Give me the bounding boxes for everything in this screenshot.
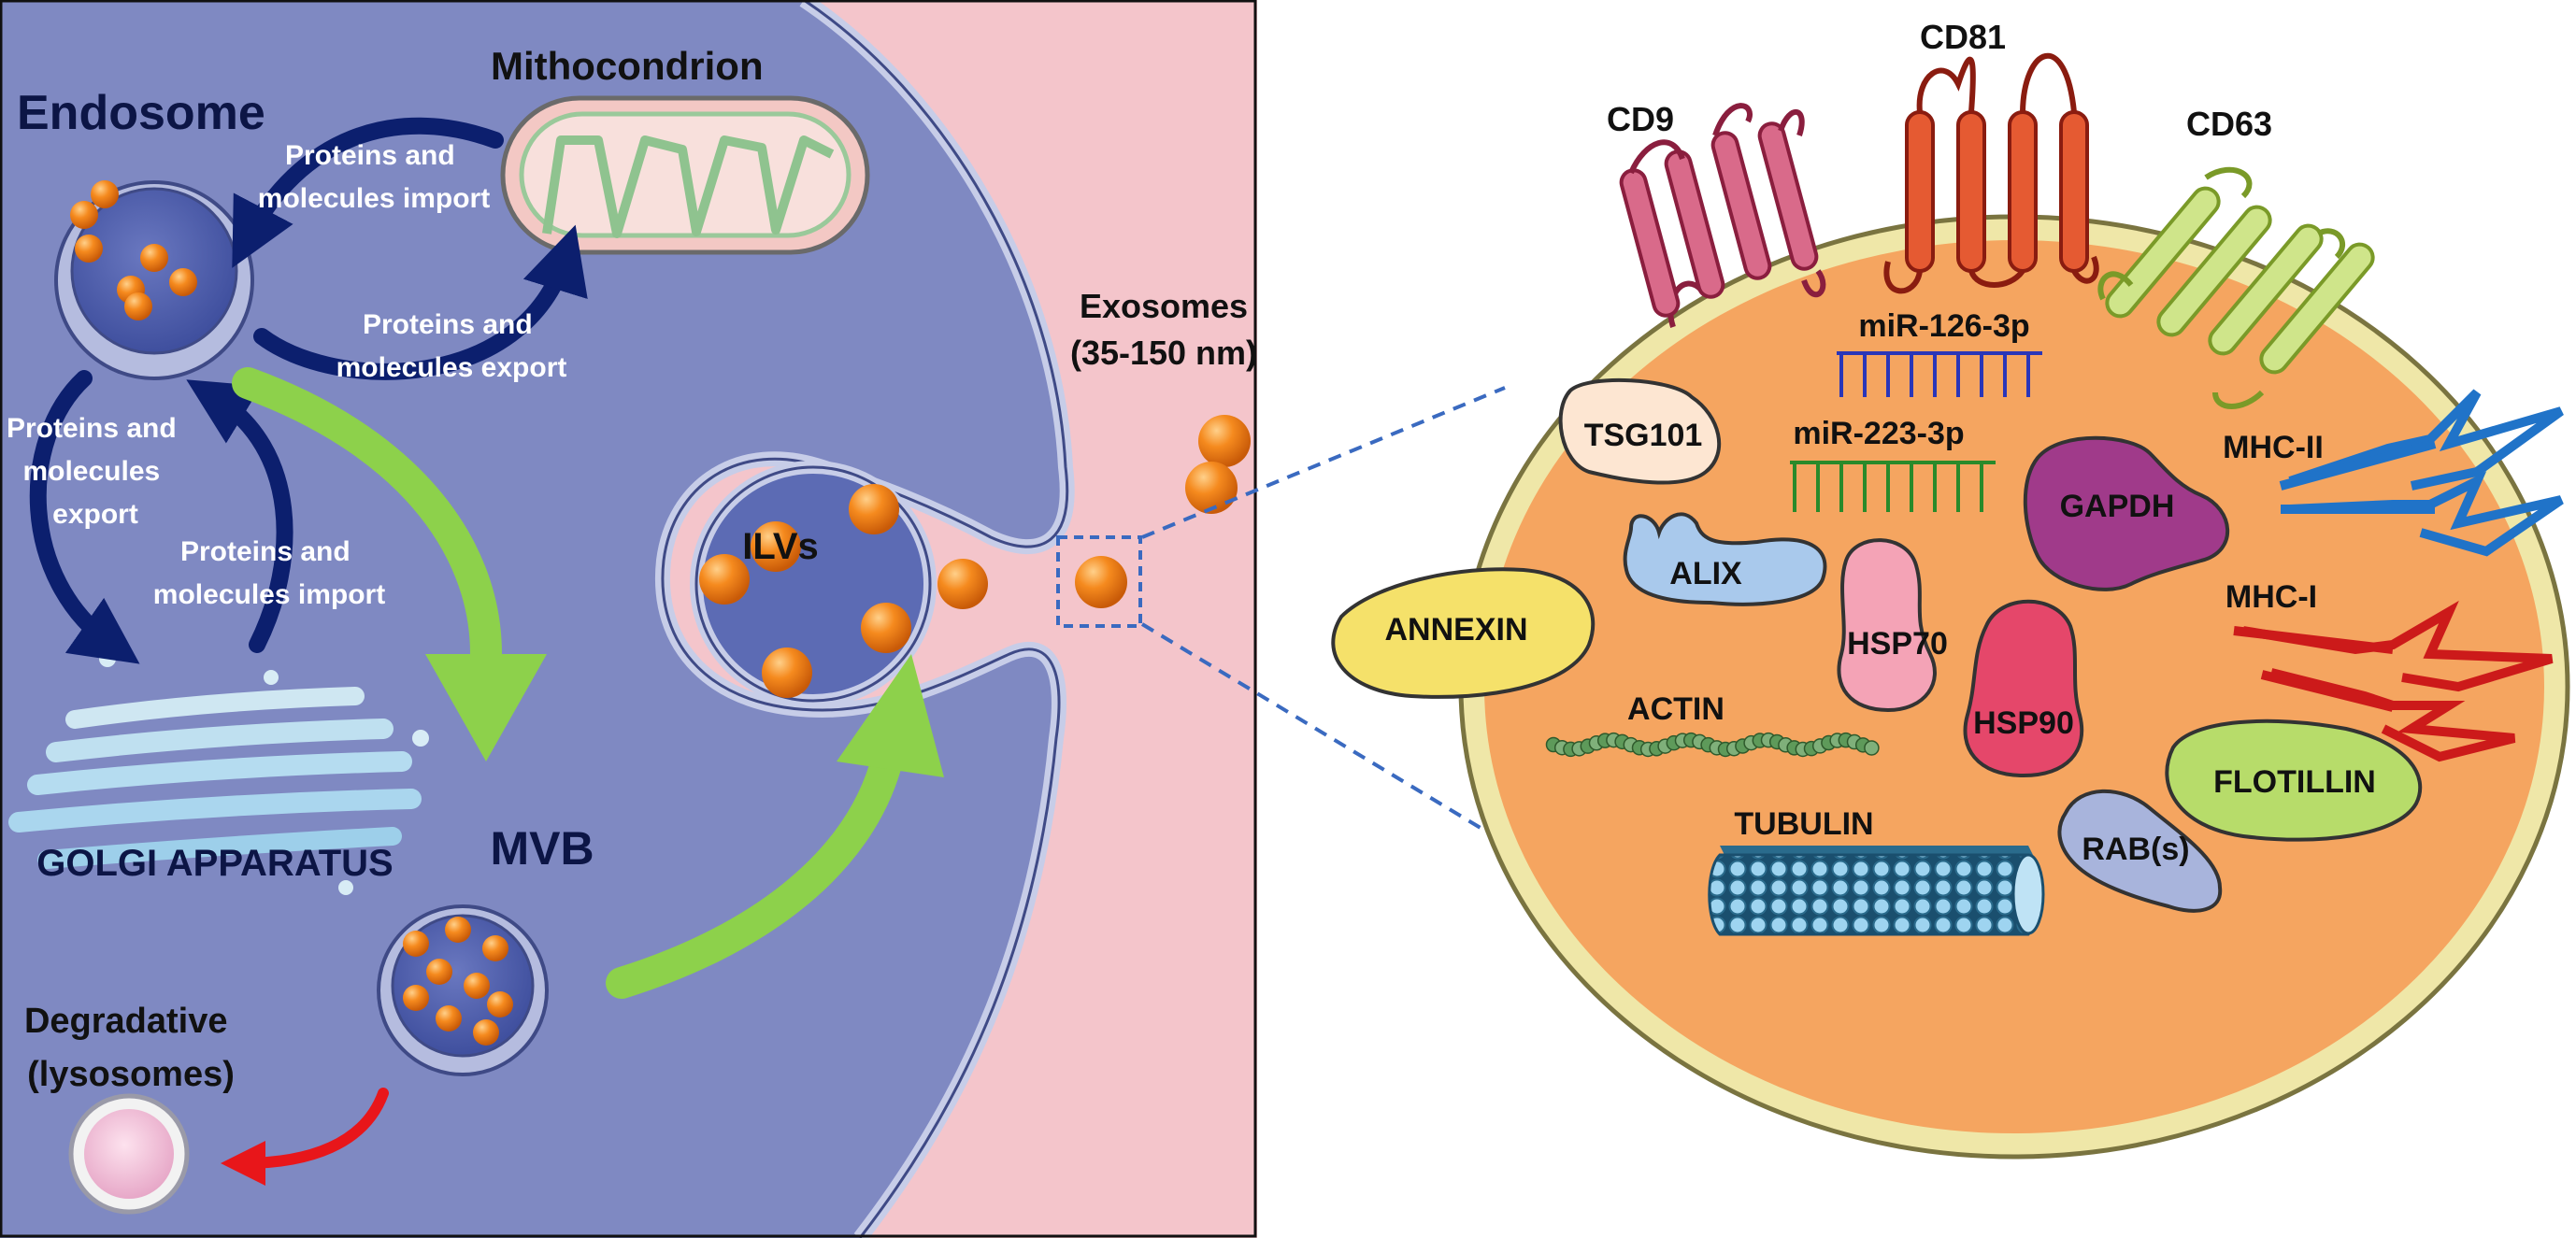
cd63-tetraspanin: [2097, 166, 2375, 409]
ilv: [861, 603, 911, 653]
gapdh-label: GAPDH: [2060, 489, 2175, 524]
exosomes-label: Exosomes (35-150 nm): [1070, 287, 1257, 372]
ilv: [751, 521, 801, 572]
alix-blob: [1623, 512, 1827, 606]
ilvs-label: ILVs: [742, 526, 819, 567]
zoom-box: [1056, 535, 1142, 628]
export-label-top: Proteins and molecules export: [336, 309, 567, 383]
cd81-tetraspanin: [1883, 52, 2099, 294]
gapdh-blob: [2023, 435, 2230, 591]
ilv: [937, 559, 988, 609]
mvb-label: MVB: [490, 822, 594, 875]
multivesicular-body: [377, 904, 549, 1076]
pathway-arrow-endosome-to-mvb: [232, 367, 502, 670]
golgi-label: GOLGI APPARATUS: [36, 843, 393, 884]
mhc-ii-label: MHC-II: [2223, 430, 2324, 465]
hsp90-label: HSP90: [1973, 705, 2074, 741]
actin-bead: [1864, 740, 1880, 756]
export-label-golgi: Proteins and molecules export: [7, 413, 184, 530]
released-exosome: [1198, 415, 1251, 467]
mhc-i-label: MHC-I: [2225, 579, 2317, 615]
mitochondrion-label: Mithocondrion: [491, 44, 764, 88]
annexin-blob: [1331, 567, 1596, 699]
rab-blob: [2057, 789, 2223, 913]
export-arrow-endosome-to-mito: [253, 224, 588, 380]
hsp70-label: HSP70: [1847, 626, 1948, 662]
zoom-line-top: [1141, 386, 1506, 539]
alix-label: ALIX: [1669, 556, 1742, 591]
endosome: [54, 180, 254, 380]
mir-223-3p-comb: [1790, 461, 1996, 512]
plasma-membrane-outline: [661, 0, 1069, 1238]
actin-label: ACTIN: [1627, 691, 1724, 727]
mhc-i-receptor: [2233, 600, 2554, 762]
cd63-label: CD63: [2186, 105, 2272, 143]
cytoplasm: [0, 0, 1067, 1238]
cd9-tetraspanin: [1619, 103, 1826, 328]
pathway-arrow-head: [425, 654, 547, 761]
mitochondrion: [500, 95, 870, 255]
cell-panel: Endosome Mithocondrion Proteins and mole…: [0, 0, 1257, 1238]
hsp70-blob: [1837, 538, 1937, 713]
export-arrow-endosome-to-golgi: [29, 370, 140, 664]
ilv: [699, 554, 750, 605]
tubulin-label: TUBULIN: [1734, 806, 1873, 842]
pathway-arrow-mvb-to-membrane: [606, 741, 904, 999]
tsg101-blob: [1558, 377, 1722, 485]
cell-panel-frame: [0, 0, 1257, 1238]
mir-223-3p-label: miR-223-3p: [1793, 416, 1964, 451]
tsg101-label: TSG101: [1584, 418, 1703, 453]
flotillin-label: FLOTILLIN: [2213, 764, 2376, 800]
endosome-label: Endosome: [17, 86, 265, 140]
import-arrow-mito-to-endosome: [232, 117, 504, 268]
flotillin-blob: [2165, 719, 2423, 842]
import-label-golgi: Proteins and molecules import: [153, 536, 385, 610]
actin-filament: [1545, 732, 1880, 758]
released-exosome: [1185, 462, 1238, 514]
annexin-label: ANNEXIN: [1384, 612, 1527, 647]
lysosome: [68, 1093, 190, 1215]
hsp90-blob: [1963, 599, 2084, 778]
ilv-budding-pocket: [690, 461, 988, 707]
rab-label: RAB(s): [2082, 832, 2189, 867]
exosome-detail: CD9 CD81 CD63 miR-126-3p: [1331, 18, 2570, 1160]
golgi-apparatus: [8, 650, 429, 895]
degradation-arrow: [221, 1088, 389, 1186]
pathway-arrow-head: [837, 654, 944, 777]
mhc-ii-receptor: [2279, 389, 2564, 557]
mir-126-3p-label: miR-126-3p: [1858, 308, 2029, 344]
cd9-label: CD9: [1607, 100, 1674, 138]
released-exosome: [1075, 556, 1127, 608]
cd81-label: CD81: [1920, 18, 2006, 56]
ilv: [762, 647, 812, 698]
import-label-top: Proteins and molecules import: [258, 140, 490, 214]
import-arrow-golgi-to-endosome: [186, 379, 293, 653]
tubulin-microtubule: [1708, 846, 2045, 936]
degradative-label: Degradative (lysosomes): [24, 1002, 237, 1094]
ilv: [849, 484, 899, 534]
transport-arrows: [29, 117, 588, 664]
mir-126-3p-comb: [1837, 351, 2042, 397]
